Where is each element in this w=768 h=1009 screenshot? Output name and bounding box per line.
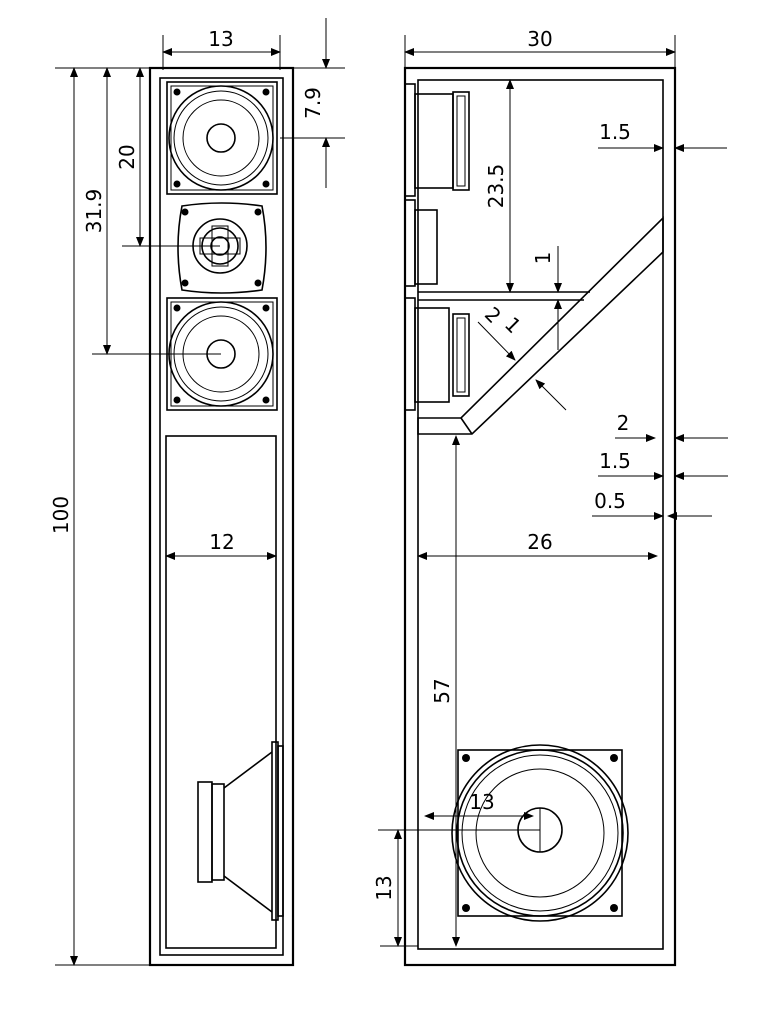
front-woofer-profile bbox=[197, 741, 284, 921]
front-view: 13 7.9 100 31.9 20 12 bbox=[49, 18, 345, 967]
dim-tweeter-height: 31.9 bbox=[82, 189, 106, 234]
dim-wall-thickness-top: 1.5 bbox=[599, 120, 631, 144]
dim-inner-width: 12 bbox=[209, 530, 234, 554]
dim-front-height: 100 bbox=[49, 496, 73, 534]
dim-depth-upper: 23.5 bbox=[484, 164, 508, 209]
side-tweeter bbox=[414, 209, 438, 285]
side-view: 30 1.5 23.5 1 2 1 2 1.5 0.5 26 bbox=[372, 27, 728, 967]
dim-front-width: 13 bbox=[208, 27, 233, 51]
front-cabinet-outer bbox=[148, 66, 295, 967]
dim-diag-1: 1 bbox=[500, 312, 526, 338]
dim-inner-depth: 26 bbox=[527, 530, 552, 554]
dim-port-height: 57 bbox=[430, 678, 454, 703]
dim-wall-2: 2 bbox=[617, 411, 630, 435]
dim-wall-0-5: 0.5 bbox=[594, 489, 626, 513]
dim-baffle-thickness: 2 bbox=[480, 302, 506, 328]
front-lower-chamber bbox=[165, 435, 277, 949]
dim-wall-1-5: 1.5 bbox=[599, 449, 631, 473]
dim-woofer-offset-y: 13 bbox=[372, 875, 396, 900]
side-lower-driver bbox=[414, 307, 470, 403]
dim-top-offset: 7.9 bbox=[301, 87, 325, 119]
dim-side-width: 30 bbox=[527, 27, 552, 51]
side-diagonal-partition bbox=[417, 216, 664, 435]
dim-mid-height: 20 bbox=[115, 144, 139, 169]
side-upper-driver bbox=[414, 91, 470, 191]
dim-shelf-thickness: 1 bbox=[531, 252, 555, 265]
front-mid-driver-upper bbox=[166, 81, 278, 195]
front-tweeter bbox=[177, 202, 267, 294]
dim-woofer-offset-x: 13 bbox=[469, 790, 494, 814]
front-cabinet-inner bbox=[159, 77, 284, 956]
